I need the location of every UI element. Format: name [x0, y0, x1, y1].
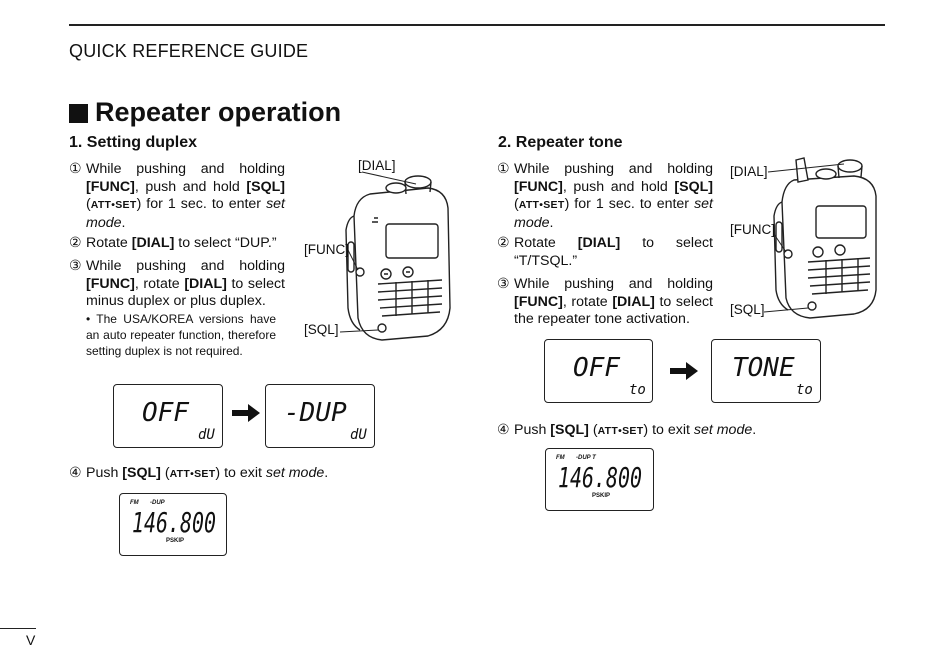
tone-callout-dial: [DIAL]: [730, 164, 768, 179]
arrow-right-icon: [670, 362, 698, 380]
duplex-callout-sql: [SQL]: [304, 322, 339, 337]
duplex-step-2: ② Rotate [DIAL] to select “DUP.”: [69, 235, 277, 251]
svg-text:dU: dU: [198, 427, 215, 443]
tone-heading: 2. Repeater tone: [498, 134, 623, 151]
tone-step-2: ② Rotate [DIAL] to select “T/TSQL.”: [497, 235, 713, 269]
lcd-duplex-off: OFF dU: [113, 384, 223, 448]
arrow-right-icon: [232, 404, 260, 422]
radio-illustration-icon: [763, 157, 877, 319]
duplex-step-3: ③ While pushing and holding [FUNC], rota…: [69, 258, 285, 309]
duplex-step-4: ④ Push [SQL] (ATT•SET) to exit set mode.: [69, 465, 329, 481]
duplex-note: • The USA/KOREA versions have an auto re…: [86, 312, 276, 358]
svg-text:FM: FM: [130, 500, 140, 506]
section-title: Repeater operation: [69, 97, 341, 128]
tone-step-1: ① While pushing and holding [FUNC], push…: [497, 161, 713, 231]
svg-text:-DUP: -DUP: [150, 500, 166, 506]
top-rule: [69, 24, 885, 26]
svg-text:PSKIP: PSKIP: [166, 538, 184, 544]
footer-rule: [0, 628, 36, 629]
tone-callout-func: [FUNC]: [730, 222, 775, 237]
svg-text:146.800: 146.800: [132, 506, 216, 539]
duplex-callout-dial: [DIAL]: [358, 158, 396, 173]
svg-text:to: to: [796, 382, 813, 398]
page-number: V: [26, 632, 36, 648]
duplex-step-1: ① While pushing and holding [FUNC], push…: [69, 161, 285, 231]
lcd-duplex-frequency: FM -DUP 146.800 PSKIP: [119, 493, 227, 556]
svg-text:-DUP: -DUP: [284, 398, 347, 428]
svg-text:FM: FM: [556, 455, 566, 461]
svg-text:OFF: OFF: [142, 398, 190, 428]
svg-text:dU: dU: [350, 427, 367, 443]
tone-callout-sql: [SQL]: [730, 302, 765, 317]
radio-illustration-icon: [339, 171, 451, 341]
guide-title: QUICK REFERENCE GUIDE: [69, 41, 309, 61]
svg-text:146.800: 146.800: [558, 461, 642, 494]
tone-step-3: ③ While pushing and holding [FUNC], rota…: [497, 276, 713, 327]
svg-text:TONE: TONE: [732, 353, 795, 383]
svg-text:to: to: [629, 382, 646, 398]
lcd-duplex-dup: -DUP dU: [265, 384, 375, 448]
svg-text:-DUP T: -DUP T: [576, 455, 597, 461]
tone-step-4: ④ Push [SQL] (ATT•SET) to exit set mode.: [497, 422, 757, 438]
duplex-callout-func: [FUNC]: [304, 242, 349, 257]
lcd-tone-off: OFF to: [544, 339, 653, 403]
section-title-text: Repeater operation: [95, 97, 342, 127]
lcd-tone-tone: TONE to: [711, 339, 821, 403]
lcd-tone-frequency: FM -DUP T 146.800 PSKIP: [545, 448, 654, 511]
duplex-heading: 1. Setting duplex: [69, 134, 198, 151]
square-bullet-icon: [69, 104, 88, 123]
svg-text:PSKIP: PSKIP: [592, 493, 610, 499]
svg-text:OFF: OFF: [573, 353, 621, 383]
